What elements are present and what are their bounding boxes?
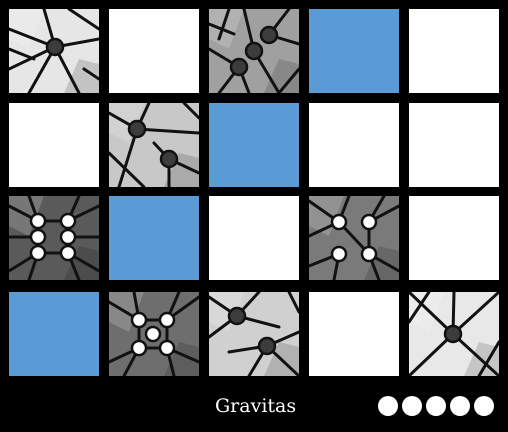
level-dot [450,396,470,416]
stone-light [330,213,348,231]
stone-light [130,311,148,329]
stone-light [59,212,77,230]
stone-dark [257,336,277,356]
stone-light [158,339,176,357]
stone-light [29,228,47,246]
level-dot [378,396,398,416]
tile-blank-r4-c4[interactable] [309,292,399,376]
level-dot [402,396,422,416]
stone-dark [229,57,249,77]
stone-light [144,325,162,343]
tile-blank-r1-c2[interactable] [109,9,199,93]
tile-blank-r2-c4[interactable] [309,103,399,187]
stone-light [29,244,47,262]
stone-light [158,311,176,329]
stone-dark [443,324,463,344]
stone-dark [45,37,65,57]
tile-stone-r1-c1[interactable] [9,9,99,93]
game-title: Gravitas [215,395,297,417]
tile-stone-r2-c2[interactable] [109,103,199,187]
stone-dark [227,306,247,326]
tile-stone-r3-c1[interactable] [9,196,99,280]
stained-glass-pattern [109,292,199,376]
tile-stone-r3-c4[interactable] [309,196,399,280]
stone-dark [259,25,279,45]
stone-light [130,339,148,357]
tile-blue-r4-c1[interactable] [9,292,99,376]
stone-dark [244,41,264,61]
stone-light [29,212,47,230]
tile-blue-r2-c3[interactable] [209,103,299,187]
tile-blue-r1-c4[interactable] [309,9,399,93]
stained-glass-pattern [209,292,299,376]
level-dot [426,396,446,416]
tile-blue-r3-c2[interactable] [109,196,199,280]
stone-light [330,245,348,263]
stone-light [59,244,77,262]
tile-stone-r4-c3[interactable] [209,292,299,376]
stone-dark [127,119,147,139]
stained-glass-pattern [309,196,399,280]
tile-blank-r2-c1[interactable] [9,103,99,187]
tile-blank-r2-c5[interactable] [409,103,499,187]
level-dot [474,396,494,416]
stone-light [360,213,378,231]
tile-stone-r4-c2[interactable] [109,292,199,376]
stained-glass-pattern [109,103,199,187]
tile-stone-r1-c3[interactable] [209,9,299,93]
stone-light [360,245,378,263]
stained-glass-pattern [9,196,99,280]
game-board [9,9,499,376]
stained-glass-pattern [9,9,99,93]
stone-dark [159,149,179,169]
stone-light [59,228,77,246]
tile-blank-r1-c5[interactable] [409,9,499,93]
tile-blank-r3-c3[interactable] [209,196,299,280]
tile-stone-r4-c5[interactable] [409,292,499,376]
stained-glass-pattern [209,9,299,93]
tile-blank-r3-c5[interactable] [409,196,499,280]
stained-glass-pattern [409,292,499,376]
